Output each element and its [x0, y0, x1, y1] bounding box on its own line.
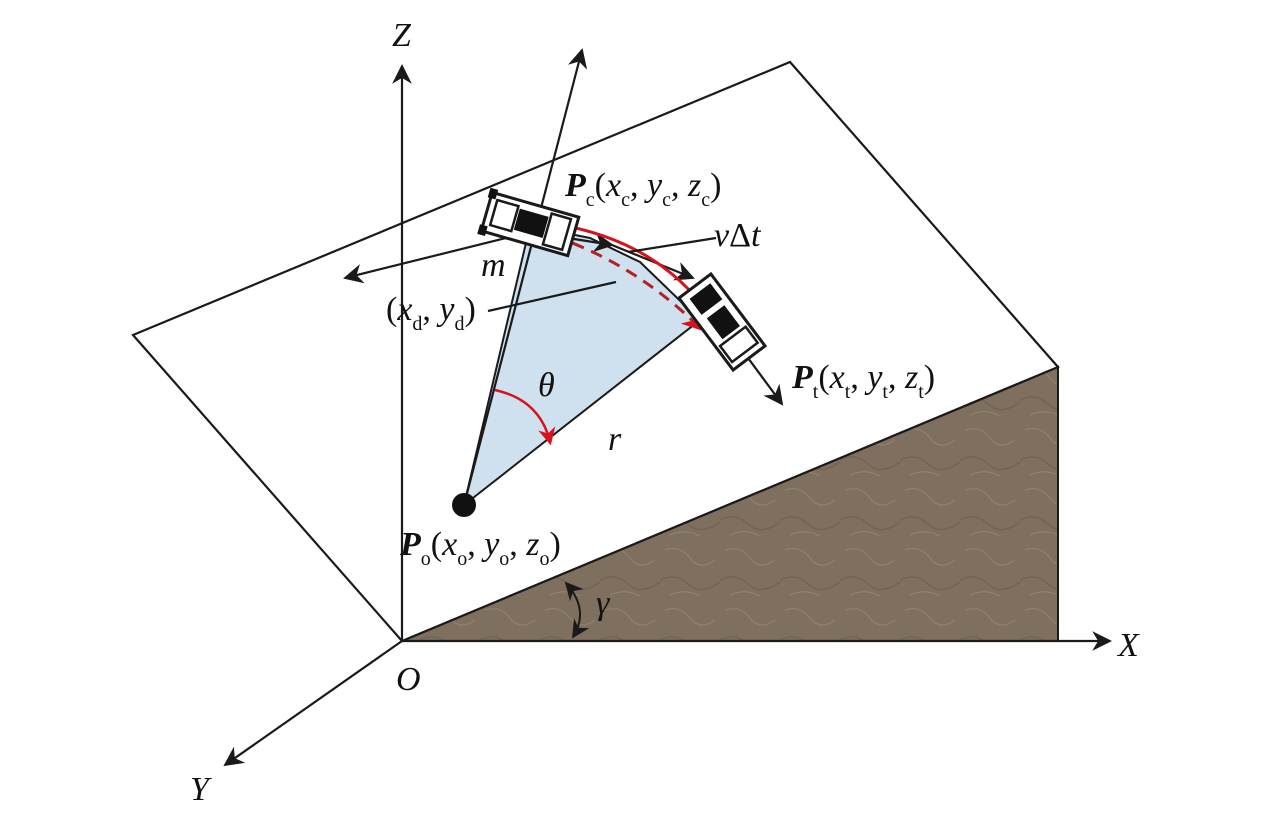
- m-label: m: [481, 247, 506, 284]
- r-label: r: [608, 421, 622, 458]
- po-label: Po(xo, yo, zo): [399, 526, 561, 570]
- gamma-arc: [564, 581, 590, 639]
- y-axis-label: Y: [190, 771, 212, 808]
- d-label: (xd, yd): [386, 291, 476, 335]
- theta-label: θ: [538, 367, 555, 404]
- x-axis-label: X: [1116, 627, 1140, 664]
- vehicle-target: [676, 271, 768, 373]
- lateral-arrow-m: [343, 230, 531, 284]
- y-axis: [223, 640, 403, 767]
- vdt-label: vΔt: [714, 217, 762, 254]
- radius-line-upward: [462, 48, 588, 506]
- pt-label: Pt(xt, yt, zt): [791, 359, 935, 403]
- vdt-leader: [627, 236, 717, 254]
- turning-sector: [462, 224, 702, 508]
- center-point-po: [452, 493, 476, 517]
- d-leader: [487, 280, 617, 313]
- z-axis-label: Z: [392, 17, 412, 54]
- vehicle-current: [477, 187, 581, 258]
- gamma-label: γ: [596, 585, 611, 622]
- pc-label: Pc(xc, yc, zc): [564, 167, 721, 211]
- origin-label: O: [396, 661, 421, 698]
- theta-arc: [494, 388, 556, 446]
